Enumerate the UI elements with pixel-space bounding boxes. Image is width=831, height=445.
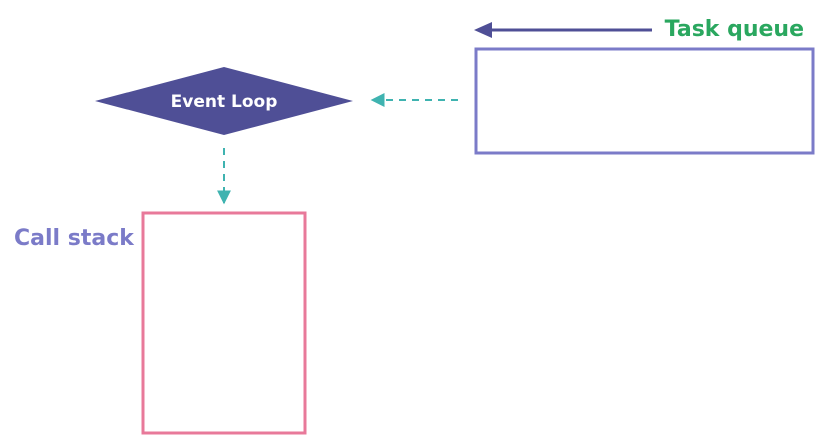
task-queue-arrowhead [474, 22, 492, 38]
call-stack-label: Call stack [14, 226, 135, 251]
call-stack-box [141, 211, 307, 435]
event-loop-diamond [95, 67, 353, 135]
task-queue-direction-arrow [474, 22, 652, 38]
event-loop-node: Event Loop [95, 67, 353, 135]
task-queue-box [474, 47, 815, 155]
event-loop-label: Event Loop [171, 92, 278, 112]
task-queue-label: Task queue [665, 17, 804, 42]
